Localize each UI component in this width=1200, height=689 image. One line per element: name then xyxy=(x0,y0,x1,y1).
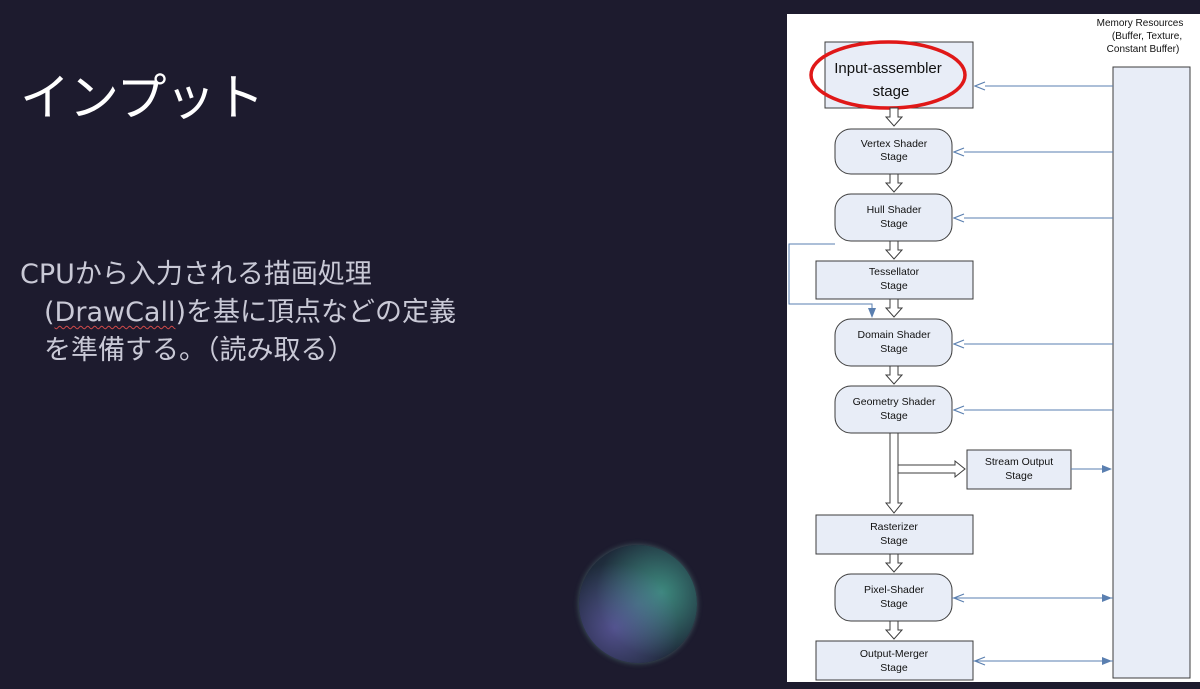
drawcall-term: DrawCall xyxy=(54,297,176,328)
rasterizer-label-1: Rasterizer xyxy=(870,521,918,533)
pipeline-diagram-svg: Memory Resources (Buffer, Texture, Const… xyxy=(788,18,1191,681)
stream-output-arrow xyxy=(897,459,966,479)
stream-output-label-1: Stream Output xyxy=(985,456,1053,468)
pixel-shader-label-1: Pixel-Shader xyxy=(864,584,925,596)
flow-arrow-8 xyxy=(884,620,904,640)
input-assembler-label-2: stage xyxy=(873,83,910,100)
body-paren-open: ( xyxy=(44,297,55,328)
body-line-2-rest: )を基に頂点などの定義 xyxy=(175,297,457,328)
memory-resources-label-2: (Buffer, Texture, xyxy=(1112,31,1182,42)
stream-output-label-2: Stage xyxy=(1005,470,1033,482)
domain-shader-label-1: Domain Shader xyxy=(858,329,931,341)
memory-resources-label-3: Constant Buffer) xyxy=(1107,44,1180,55)
body-line-3: を準備する。（読み取る） xyxy=(44,335,355,366)
flow-arrow-2 xyxy=(884,173,904,193)
tessellator-label-1: Tessellator xyxy=(869,266,920,278)
stream-output-stage-box xyxy=(966,449,1072,490)
memory-resources-block xyxy=(1112,66,1191,679)
vertex-shader-label-1: Vertex Shader xyxy=(861,138,928,150)
hull-domain-bypass-line xyxy=(788,243,876,318)
pixel-shader-label-2: Stage xyxy=(880,598,908,610)
vertex-shader-label-2: Stage xyxy=(880,151,908,163)
rasterizer-label-2: Stage xyxy=(880,535,908,547)
slide-body: CPUから入力される描画処理 (DrawCall)を基に頂点などの定義 を準備す… xyxy=(20,256,540,370)
hull-shader-label-1: Hull Shader xyxy=(867,204,922,216)
body-line-2: (DrawCall)を基に頂点などの定義 xyxy=(20,294,540,332)
body-line-1: CPUから入力される描画処理 xyxy=(20,259,372,290)
output-merger-label-2: Stage xyxy=(880,662,908,674)
slide-title: インプット xyxy=(20,69,264,127)
decorative-orb xyxy=(579,545,697,663)
output-merger-label-1: Output-Merger xyxy=(860,648,929,660)
input-assembler-label-1: Input-assembler xyxy=(834,60,942,77)
pipeline-diagram: Memory Resources (Buffer, Texture, Const… xyxy=(787,14,1200,682)
hull-shader-label-2: Stage xyxy=(880,218,908,230)
domain-shader-label-2: Stage xyxy=(880,343,908,355)
tessellator-stage-box xyxy=(815,260,974,300)
memory-connections xyxy=(952,86,1113,661)
memory-resources-label-1: Memory Resources xyxy=(1097,18,1184,29)
flow-arrow-4 xyxy=(884,298,904,318)
pipeline-flow-arrows xyxy=(884,107,966,640)
tessellator-label-2: Stage xyxy=(880,280,908,292)
flow-arrow-7 xyxy=(884,553,904,573)
geometry-shader-label-2: Stage xyxy=(880,410,908,422)
flow-arrow-5 xyxy=(884,365,904,385)
flow-arrow-6 xyxy=(884,432,904,514)
flow-arrow-3 xyxy=(884,240,904,260)
geometry-shader-label-1: Geometry Shader xyxy=(853,396,936,408)
highlight-circle xyxy=(809,40,967,110)
flow-arrow-1 xyxy=(884,107,904,127)
output-merger-stage-box xyxy=(815,640,974,681)
